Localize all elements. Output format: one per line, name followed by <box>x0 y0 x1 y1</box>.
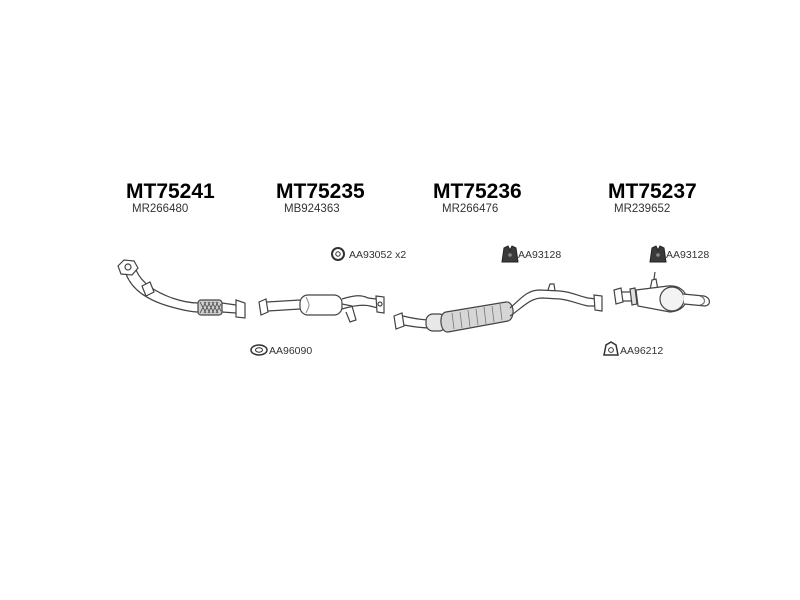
accessory-label: AA93128 <box>666 249 710 261</box>
accessory-label: AA93128 <box>518 249 562 261</box>
centre-silencer <box>258 294 385 323</box>
ring-icon <box>331 247 345 261</box>
accessory-label: AA93052 x2 <box>349 249 407 261</box>
part-number-title: MT75237 <box>608 180 697 203</box>
front-pipe <box>117 259 246 319</box>
accessory-label: AA96212 <box>620 345 664 357</box>
part-number-title: MT75241 <box>126 180 215 203</box>
oe-number-label: MR266476 <box>442 203 499 215</box>
oe-number-label: MR239652 <box>614 203 671 215</box>
middle-silencer-assembly <box>393 283 603 333</box>
part-number-title: MT75236 <box>433 180 522 203</box>
rubber-mount-icon <box>501 245 519 263</box>
oe-number-label: MR266480 <box>132 203 189 215</box>
accessory-label: AA96090 <box>269 345 313 357</box>
part-number-title: MT75235 <box>276 180 365 203</box>
gasket-icon <box>603 341 619 356</box>
gasket-icon <box>250 344 268 356</box>
oe-number-label: MB924363 <box>284 203 340 215</box>
rubber-mount-icon <box>649 245 667 263</box>
rear-silencer <box>613 271 710 313</box>
